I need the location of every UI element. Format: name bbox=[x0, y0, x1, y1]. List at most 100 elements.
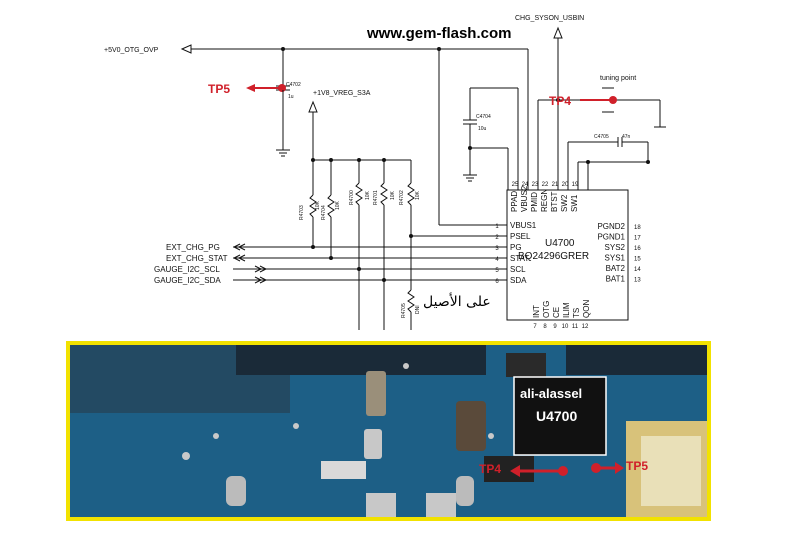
ic-pin-num: 18 bbox=[634, 225, 641, 231]
net-chg-syson-label: CHG_SYSON_USBIN bbox=[515, 15, 584, 22]
ic-pin-num: 17 bbox=[634, 236, 641, 242]
ic-pin-name: INT bbox=[532, 305, 541, 318]
photo-tp4-arrowhead-icon bbox=[510, 465, 520, 477]
net-otg-ovp-label: +5V0_OTG_OVP bbox=[104, 47, 159, 54]
signal-gauge-i2c-scl: GAUGE_I2C_SCL bbox=[154, 265, 220, 274]
pcb-photo: ali-alassel U4700 TP4 TP5 bbox=[66, 341, 711, 521]
c4702-value: 1u bbox=[288, 94, 294, 100]
svg-text:R4705: R4705 bbox=[401, 303, 407, 318]
ic-ref-label: U4700 bbox=[545, 238, 575, 249]
ic-pin-name: SW1 bbox=[570, 194, 579, 212]
net-arrow-chg-syson bbox=[553, 26, 563, 39]
capacitor-c4705: C4705 47n bbox=[567, 134, 650, 190]
svg-text:C4705: C4705 bbox=[594, 134, 609, 140]
website-text: www.gem-flash.com bbox=[366, 25, 511, 42]
ic-pin-num: 7 bbox=[533, 324, 537, 330]
arabic-note: على الأصيل bbox=[423, 292, 491, 310]
resistor-r4705: R4705 DNI bbox=[401, 289, 421, 330]
ic-part-label: BQ24296GRER bbox=[518, 251, 589, 262]
ic-pin-name: CE bbox=[552, 307, 561, 318]
ic-pin-name: TS bbox=[572, 308, 581, 318]
ic-pin-name: BAT2 bbox=[606, 264, 626, 273]
signal-lines bbox=[232, 235, 507, 284]
svg-text:R4704: R4704 bbox=[321, 205, 327, 220]
ic-pin-num: 11 bbox=[572, 324, 579, 330]
ic-pin-num: 24 bbox=[522, 182, 529, 188]
ic-pin-num: 19 bbox=[572, 182, 579, 188]
ic-pin-name: ILIM bbox=[562, 302, 571, 318]
photo-tp5-arrowhead-icon bbox=[615, 462, 624, 474]
svg-text:R4701: R4701 bbox=[373, 190, 379, 205]
ic-pin-name: PGND1 bbox=[597, 233, 625, 242]
svg-text:C4704: C4704 bbox=[476, 114, 491, 120]
ic-pin-num: 16 bbox=[634, 246, 641, 252]
ic-pin-num: 23 bbox=[532, 182, 539, 188]
signal-ext-chg-pg: EXT_CHG_PG bbox=[166, 243, 220, 252]
ic-pin-num: 14 bbox=[634, 267, 641, 273]
signal-ext-chg-stat: EXT_CHG_STAT bbox=[166, 254, 228, 263]
ic-pin-name: PG bbox=[510, 243, 522, 252]
net-vreg-label: +1V8_VREG_S3A bbox=[313, 90, 371, 97]
ic-pin-num: 5 bbox=[495, 268, 499, 274]
net-arrow-otg bbox=[180, 44, 192, 54]
ic-pin-num: 22 bbox=[542, 182, 549, 188]
resistor-r4702: R4702 10K bbox=[399, 160, 421, 290]
c4702-label: C4702 bbox=[286, 82, 301, 88]
resistor-r4703: R4703 10K bbox=[299, 160, 321, 248]
tp5-arrowhead-icon bbox=[246, 84, 255, 92]
ic-pin-name: SW2 bbox=[560, 194, 569, 212]
ic-pin-num: 8 bbox=[543, 324, 547, 330]
svg-text:DNI: DNI bbox=[415, 305, 421, 314]
ic-pin-num: 3 bbox=[495, 246, 499, 252]
ic-pin-name: PSEL bbox=[510, 232, 531, 241]
signal-gauge-i2c-sda: GAUGE_I2C_SDA bbox=[154, 276, 221, 285]
ic-pin-name: PGND2 bbox=[597, 222, 625, 231]
resistor-r4701: R4701 10K bbox=[373, 160, 396, 330]
resistor-r4704: R4704 10K bbox=[321, 160, 341, 258]
ic-pin-name: BTST bbox=[550, 191, 559, 212]
ic-pin-name: VBUS2 bbox=[520, 185, 529, 212]
ic-pin-num: 20 bbox=[562, 182, 569, 188]
svg-text:R4700: R4700 bbox=[349, 190, 355, 205]
photo-tp4-label: TP4 bbox=[479, 462, 501, 476]
tuning-point-label: tuning point bbox=[600, 75, 636, 82]
ic-pin-num: 4 bbox=[495, 257, 499, 263]
photo-tp5-dot bbox=[591, 463, 601, 473]
ic-pin-num: 2 bbox=[495, 235, 499, 241]
svg-text:10u: 10u bbox=[478, 126, 487, 132]
photo-tp4-dot bbox=[558, 466, 568, 476]
ic-pin-name: SYS1 bbox=[605, 254, 626, 263]
svg-text:10K: 10K bbox=[365, 190, 371, 200]
svg-text:10K: 10K bbox=[335, 200, 341, 210]
ic-pin-name: SDA bbox=[510, 276, 527, 285]
ic-pin-name: STAT bbox=[510, 254, 529, 263]
ic-pin-num: 9 bbox=[553, 324, 557, 330]
ic-pin-name: BAT1 bbox=[606, 275, 626, 284]
ic-pin-name: PMID bbox=[530, 192, 539, 212]
photo-chip-u4700 bbox=[513, 376, 607, 456]
photo-tp5-label: TP5 bbox=[626, 459, 648, 473]
capacitor-c4704: C4704 10u bbox=[463, 87, 519, 190]
resistor-r4700: R4700 10K bbox=[349, 160, 371, 330]
photo-chip-label: U4700 bbox=[536, 408, 577, 424]
ic-u4700-body bbox=[506, 189, 629, 321]
svg-text:10K: 10K bbox=[415, 190, 421, 200]
ic-pin-num: 6 bbox=[495, 279, 499, 285]
ic-pin-name: SCL bbox=[510, 265, 526, 274]
svg-text:10K: 10K bbox=[390, 190, 396, 200]
tp5-dot bbox=[278, 84, 286, 92]
ic-pin-name: QON bbox=[582, 300, 591, 318]
ic-pin-name: SYS2 bbox=[605, 243, 626, 252]
ic-pin-num: 1 bbox=[495, 224, 499, 230]
svg-text:R4703: R4703 bbox=[299, 205, 305, 220]
ic-pin-name: OTG bbox=[542, 301, 551, 318]
tp5-label: TP5 bbox=[208, 82, 230, 96]
svg-text:R4702: R4702 bbox=[399, 190, 405, 205]
ic-pin-num: 25 bbox=[512, 182, 519, 188]
net-arrow-vreg bbox=[308, 100, 318, 113]
ic-pin-num: 13 bbox=[634, 278, 641, 284]
ic-pin-name: REGN bbox=[540, 189, 549, 212]
ic-pin-name: VBUS1 bbox=[510, 221, 537, 230]
ic-pin-num: 15 bbox=[634, 257, 641, 263]
